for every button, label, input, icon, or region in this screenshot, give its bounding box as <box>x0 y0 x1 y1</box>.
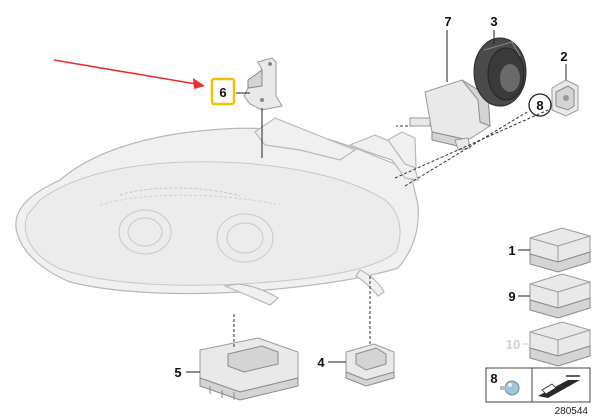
callout-10[interactable]: 10 <box>506 337 520 352</box>
assembly-line-upper <box>394 109 549 179</box>
kit-box-10[interactable] <box>529 321 591 367</box>
callout-1[interactable]: 1 <box>508 243 515 258</box>
callout-4[interactable]: 4 <box>317 355 325 370</box>
bracket-part-6[interactable] <box>243 57 283 111</box>
igniter-part-4[interactable] <box>345 343 395 387</box>
bulb-part-2[interactable] <box>551 79 579 117</box>
headlight-housing <box>15 117 419 306</box>
legend-box <box>485 367 591 403</box>
callout-9[interactable]: 9 <box>508 289 515 304</box>
callout-6[interactable]: 6 <box>219 85 226 100</box>
red-pointer-arrow <box>53 59 205 89</box>
callout-5[interactable]: 5 <box>174 365 181 380</box>
callout-3[interactable]: 3 <box>490 14 497 29</box>
cover-part-3[interactable] <box>473 37 527 107</box>
highlight-box <box>210 77 236 106</box>
kit-box-1[interactable] <box>529 227 591 273</box>
callout-8-circle <box>528 93 552 117</box>
legend-callout-8: 8 <box>490 371 497 386</box>
callout-8[interactable]: 8 <box>536 98 543 113</box>
callout-7[interactable]: 7 <box>444 14 451 29</box>
assembly-line-lower <box>404 111 528 187</box>
diagram-number: 280544 <box>555 406 589 417</box>
bulb-icon <box>500 380 520 396</box>
callout-2[interactable]: 2 <box>560 49 567 64</box>
ballast-part-7[interactable] <box>409 79 491 151</box>
grease-tube-icon <box>538 375 580 398</box>
control-unit-part-5[interactable] <box>199 337 299 401</box>
kit-box-9[interactable] <box>529 273 591 319</box>
